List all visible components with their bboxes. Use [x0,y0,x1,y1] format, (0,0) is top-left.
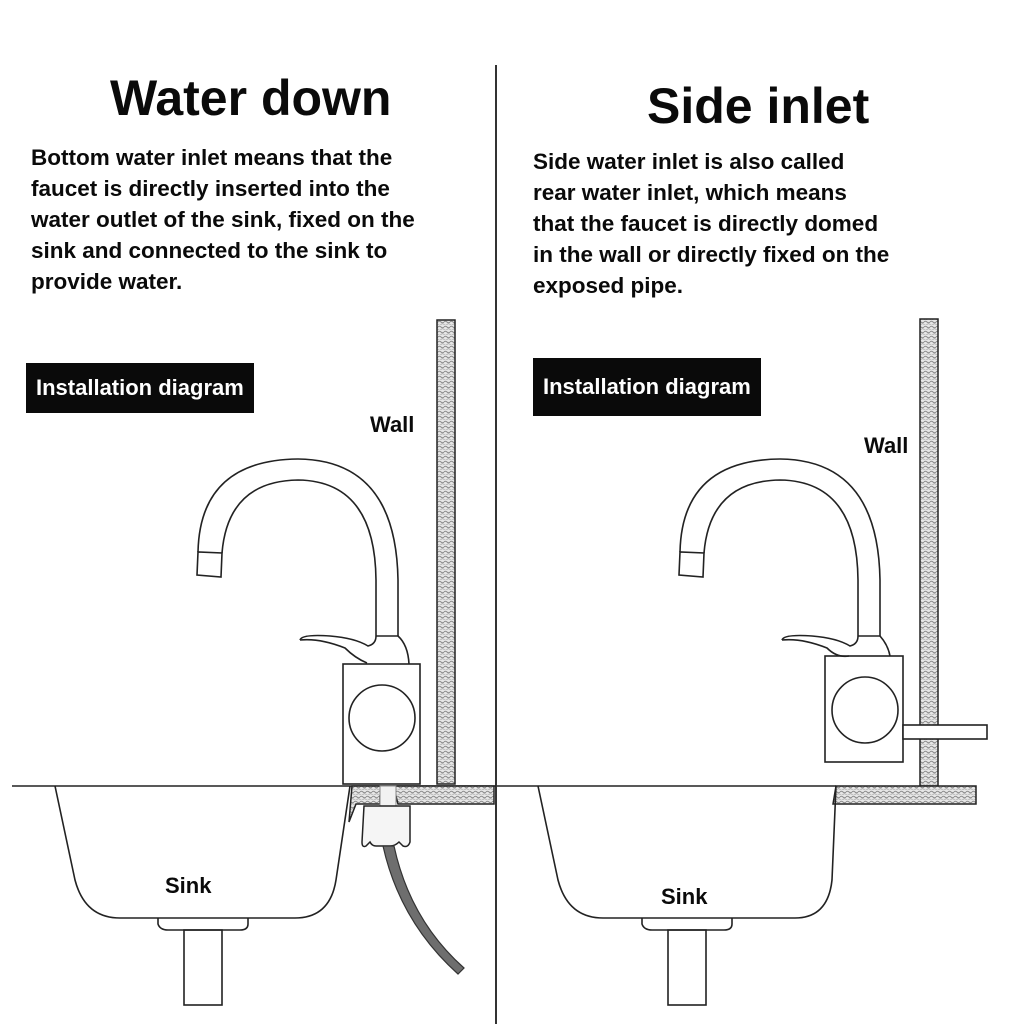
right-counter-slab [832,785,977,805]
left-hose [382,845,465,975]
right-sink-label: Sink [661,884,708,909]
right-side-inlet-pipe [902,724,988,740]
left-sink-label: Sink [165,873,212,898]
left-installation-badge: Installation diagram [26,363,254,413]
left-faucet [196,458,421,785]
right-title: Side inlet [647,78,870,134]
right-sink [537,785,837,1006]
left-wall-label: Wall [370,412,415,437]
left-sink [54,785,351,1006]
left-title: Water down [110,70,392,126]
right-wall [919,318,939,787]
right-description: Side water inlet is also called rear wat… [533,149,890,298]
right-faucet [678,458,904,763]
left-description: Bottom water inlet means that the faucet… [31,145,415,294]
right-wall-label: Wall [864,433,909,458]
left-wall [436,319,456,785]
right-installation-badge: Installation diagram [533,358,761,416]
left-inlet-connector [361,785,465,975]
